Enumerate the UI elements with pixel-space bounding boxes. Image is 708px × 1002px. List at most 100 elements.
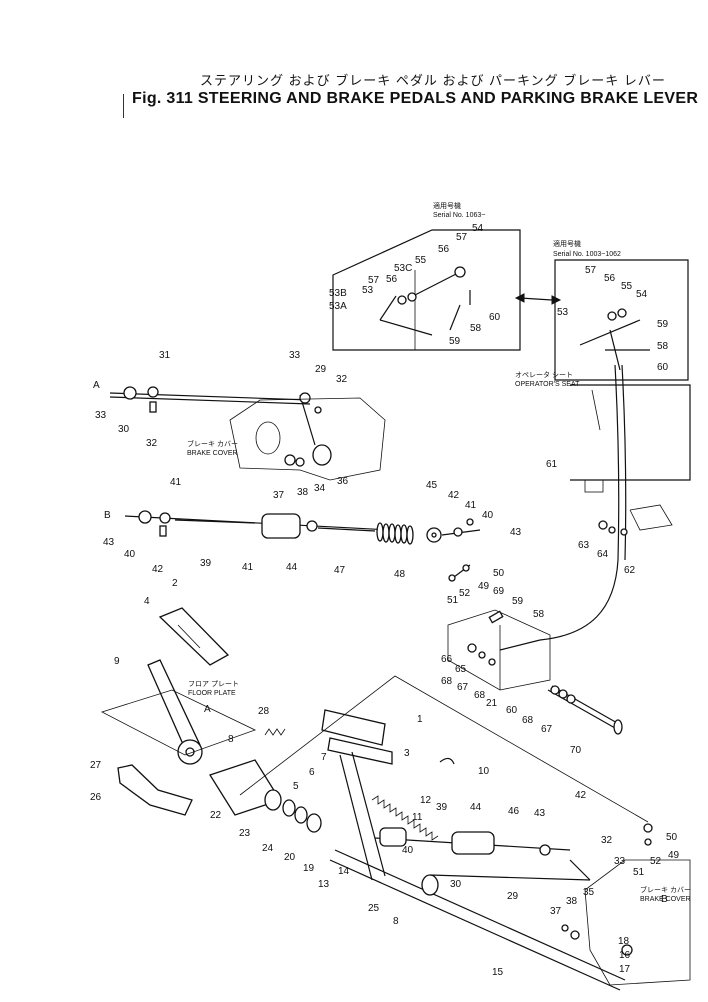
callout-65: 65: [455, 664, 467, 675]
operators-seat-label: OPERATOR'S SEAT: [515, 381, 580, 388]
callout-13: 13: [318, 879, 330, 890]
callout-5: 5: [293, 781, 299, 792]
callout-51: 51: [447, 595, 459, 606]
callout-35: 35: [583, 887, 595, 898]
callout-14: 14: [338, 866, 350, 877]
callout-41: 41: [465, 500, 477, 511]
floor-bracket: [117, 764, 193, 816]
brake-cover2-label: BRAKE COVER: [640, 896, 691, 903]
callout-53: 53: [557, 307, 569, 318]
callout-56: 56: [386, 274, 398, 285]
callout-53b: 53B: [329, 288, 347, 299]
callout-45: 45: [426, 480, 438, 491]
callout-64: 64: [597, 549, 609, 560]
callout-40: 40: [402, 845, 414, 856]
pedal-plate-top: [158, 607, 230, 666]
callout-57: 57: [456, 232, 468, 243]
pedal-shaft-left: [209, 728, 322, 833]
callout-69: 69: [493, 586, 505, 597]
brake-cover-lower: [561, 823, 691, 986]
callout-15: 15: [492, 967, 504, 978]
callout-40: 40: [482, 510, 494, 521]
inset-serial-1063: 適用号機 Serial No. 1063~: [332, 201, 521, 351]
inset-right-jp: 適用号機: [553, 239, 581, 248]
callout-58: 58: [657, 341, 669, 352]
callout-31: 31: [159, 350, 171, 361]
lower-rod-assembly: [374, 827, 591, 881]
figure-title: Fig. 311 STEERING AND BRAKE PEDALS AND P…: [132, 90, 699, 107]
callout-17: 17: [619, 964, 631, 975]
return-spring: [376, 522, 414, 545]
callout-20: 20: [284, 852, 296, 863]
callout-54: 54: [472, 223, 484, 234]
callout-41: 41: [170, 477, 182, 488]
brake-pedal-right: [321, 709, 393, 881]
inset-left-jp: 適用号機: [433, 201, 461, 210]
callout-44: 44: [470, 802, 482, 813]
inset-serial-1003-1062: 適用号機 Serial No. 1003~1062: [553, 239, 689, 381]
brake-cover-jp: ブレーキ カバー: [187, 439, 238, 448]
callout-49: 49: [668, 850, 680, 861]
pedal-spring: [371, 757, 455, 841]
callout-2: 2: [172, 578, 178, 589]
callout-30: 30: [450, 879, 462, 890]
callout-33: 33: [614, 856, 626, 867]
brake-cover2-jp: ブレーキ カバー: [640, 885, 691, 894]
callout-43: 43: [103, 537, 115, 548]
callout-60: 60: [506, 705, 518, 716]
callout-50: 50: [666, 832, 678, 843]
callout-70: 70: [570, 745, 582, 756]
callout-22: 22: [210, 810, 222, 821]
callout-38: 38: [297, 487, 309, 498]
floor-plate-jp: フロア プレート: [188, 680, 239, 688]
parking-pin-assembly: [547, 685, 623, 735]
callout-47: 47: [334, 565, 346, 576]
callout-49: 49: [478, 581, 490, 592]
callout-56: 56: [604, 273, 616, 284]
callout-48: 48: [394, 569, 406, 580]
inset-right-serial: Serial No. 1003~1062: [553, 251, 621, 258]
callout-8: 8: [228, 734, 234, 745]
callout-29: 29: [507, 891, 519, 902]
cable-clamp: [598, 520, 628, 536]
bellcrank-small: [448, 564, 471, 582]
callout-25: 25: [368, 903, 380, 914]
callout-60: 60: [489, 312, 501, 323]
callout-54: 54: [636, 289, 648, 300]
callout-57: 57: [368, 275, 380, 286]
callout-61: 61: [546, 459, 558, 470]
callout-36: 36: [337, 476, 349, 487]
callout-56: 56: [438, 244, 450, 255]
callout-39: 39: [436, 802, 448, 813]
callout-51: 51: [633, 867, 645, 878]
inset-pointer-arrow: [514, 293, 562, 305]
callout-a: A: [93, 380, 100, 391]
callout-67: 67: [457, 682, 469, 693]
callout-labels: A 31 33 30 32 33 29 32 37 38 34 36 B 41 …: [90, 223, 680, 978]
callout-b2: B: [661, 894, 668, 905]
callout-59: 59: [657, 319, 669, 330]
callout-44: 44: [286, 562, 298, 573]
callout-39: 39: [200, 558, 212, 569]
callout-6: 6: [309, 767, 315, 778]
callout-59: 59: [449, 336, 461, 347]
operator-seat-outline: [570, 384, 691, 531]
brake-cover-label: BRAKE COVER: [187, 450, 238, 457]
callout-58: 58: [470, 323, 482, 334]
steering-rod-upper: [109, 386, 322, 446]
callout-53c: 53C: [394, 263, 412, 274]
callout-11: 11: [412, 812, 423, 823]
brake-rod-assembly: [124, 510, 481, 545]
callout-55: 55: [415, 255, 427, 266]
callout-26: 26: [90, 792, 102, 803]
callout-28: 28: [258, 706, 270, 717]
callout-58: 58: [533, 609, 545, 620]
callout-37: 37: [550, 906, 562, 917]
callout-43: 43: [534, 808, 546, 819]
callout-50: 50: [493, 568, 505, 579]
callout-30: 30: [118, 424, 130, 435]
figure-title-japanese: ステアリング および ブレーキ ペダル および パーキング ブレーキ レバー: [200, 73, 666, 88]
callout-68: 68: [522, 715, 534, 726]
callout-8b: 8: [393, 916, 399, 927]
